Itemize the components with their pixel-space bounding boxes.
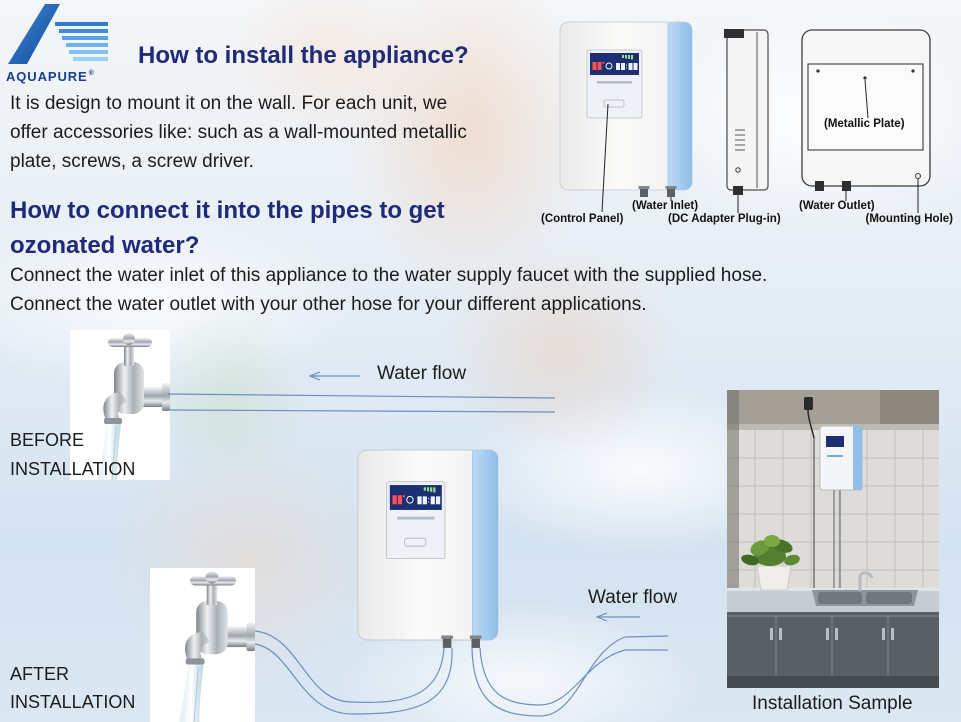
before-pipe-lines [167, 393, 556, 413]
after-label-line: AFTER [10, 664, 70, 684]
connect-heading-line: ozonated water? [10, 232, 200, 259]
faucet-after-image [149, 567, 256, 722]
installation-sample-photo [727, 390, 939, 688]
registered-mark: ® [88, 70, 94, 77]
install-heading: How to install the appliance? [138, 42, 469, 69]
before-label-line: BEFORE [10, 430, 85, 450]
after-flow-label: Water flow [588, 587, 678, 608]
appliance-installed [357, 449, 499, 649]
inlet-hose [254, 630, 453, 715]
label-dc-adapter: (DC Adapter Plug-in) [668, 213, 781, 225]
brand-name-text: AQUAPURE [6, 69, 88, 84]
connect-heading-line: How to connect it into the pipes to get [10, 197, 445, 224]
photo-potted-plant [741, 535, 800, 591]
connect-text: Connect the water inlet of this applianc… [10, 261, 767, 319]
connect-text-line: Connect the water inlet of this applianc… [10, 265, 768, 286]
installation-sample-caption: Installation Sample [752, 693, 913, 714]
before-label-line: INSTALLATION [10, 459, 136, 479]
connect-heading: How to connect it into the pipes to get … [10, 193, 445, 263]
connect-text-line: Connect the water outlet with your other… [10, 294, 647, 315]
install-text-line: offer accessories like: such as a wall-m… [10, 122, 467, 143]
after-label-line: INSTALLATION [10, 692, 136, 712]
before-installation-label: BEFORE INSTALLATION [10, 426, 135, 484]
label-control-panel: (Control Panel) [541, 213, 624, 225]
label-water-outlet: (Water Outlet) [799, 200, 875, 212]
install-text: It is design to mount it on the wall. Fo… [10, 89, 467, 176]
install-text-line: It is design to mount it on the wall. Fo… [10, 93, 448, 114]
device-side-view [724, 29, 769, 195]
device-front-view [559, 21, 693, 198]
after-installation-label: AFTER INSTALLATION [10, 660, 135, 716]
diagram-leader-lines [601, 79, 919, 213]
photo-wall-unit [804, 397, 863, 598]
label-water-inlet: (Water Inlet) [632, 200, 699, 212]
brand-name: AQUAPURE® [6, 69, 94, 84]
before-flow-label: Water flow [377, 363, 467, 384]
aquapure-logo-icon [8, 4, 108, 64]
mounting-hole [915, 173, 921, 179]
outlet-hose [471, 635, 669, 717]
after-flow-arrow-icon [595, 612, 640, 622]
photo-kitchen-cabinets [727, 612, 939, 688]
install-text-line: plate, screws, a screw driver. [10, 151, 254, 172]
label-metallic-plate: (Metallic Plate) [824, 118, 905, 130]
label-mounting-hole: (Mounting Hole) [865, 213, 953, 225]
before-flow-arrow-icon [308, 371, 360, 381]
device-back-view [801, 29, 931, 191]
photo-sink [812, 571, 918, 606]
